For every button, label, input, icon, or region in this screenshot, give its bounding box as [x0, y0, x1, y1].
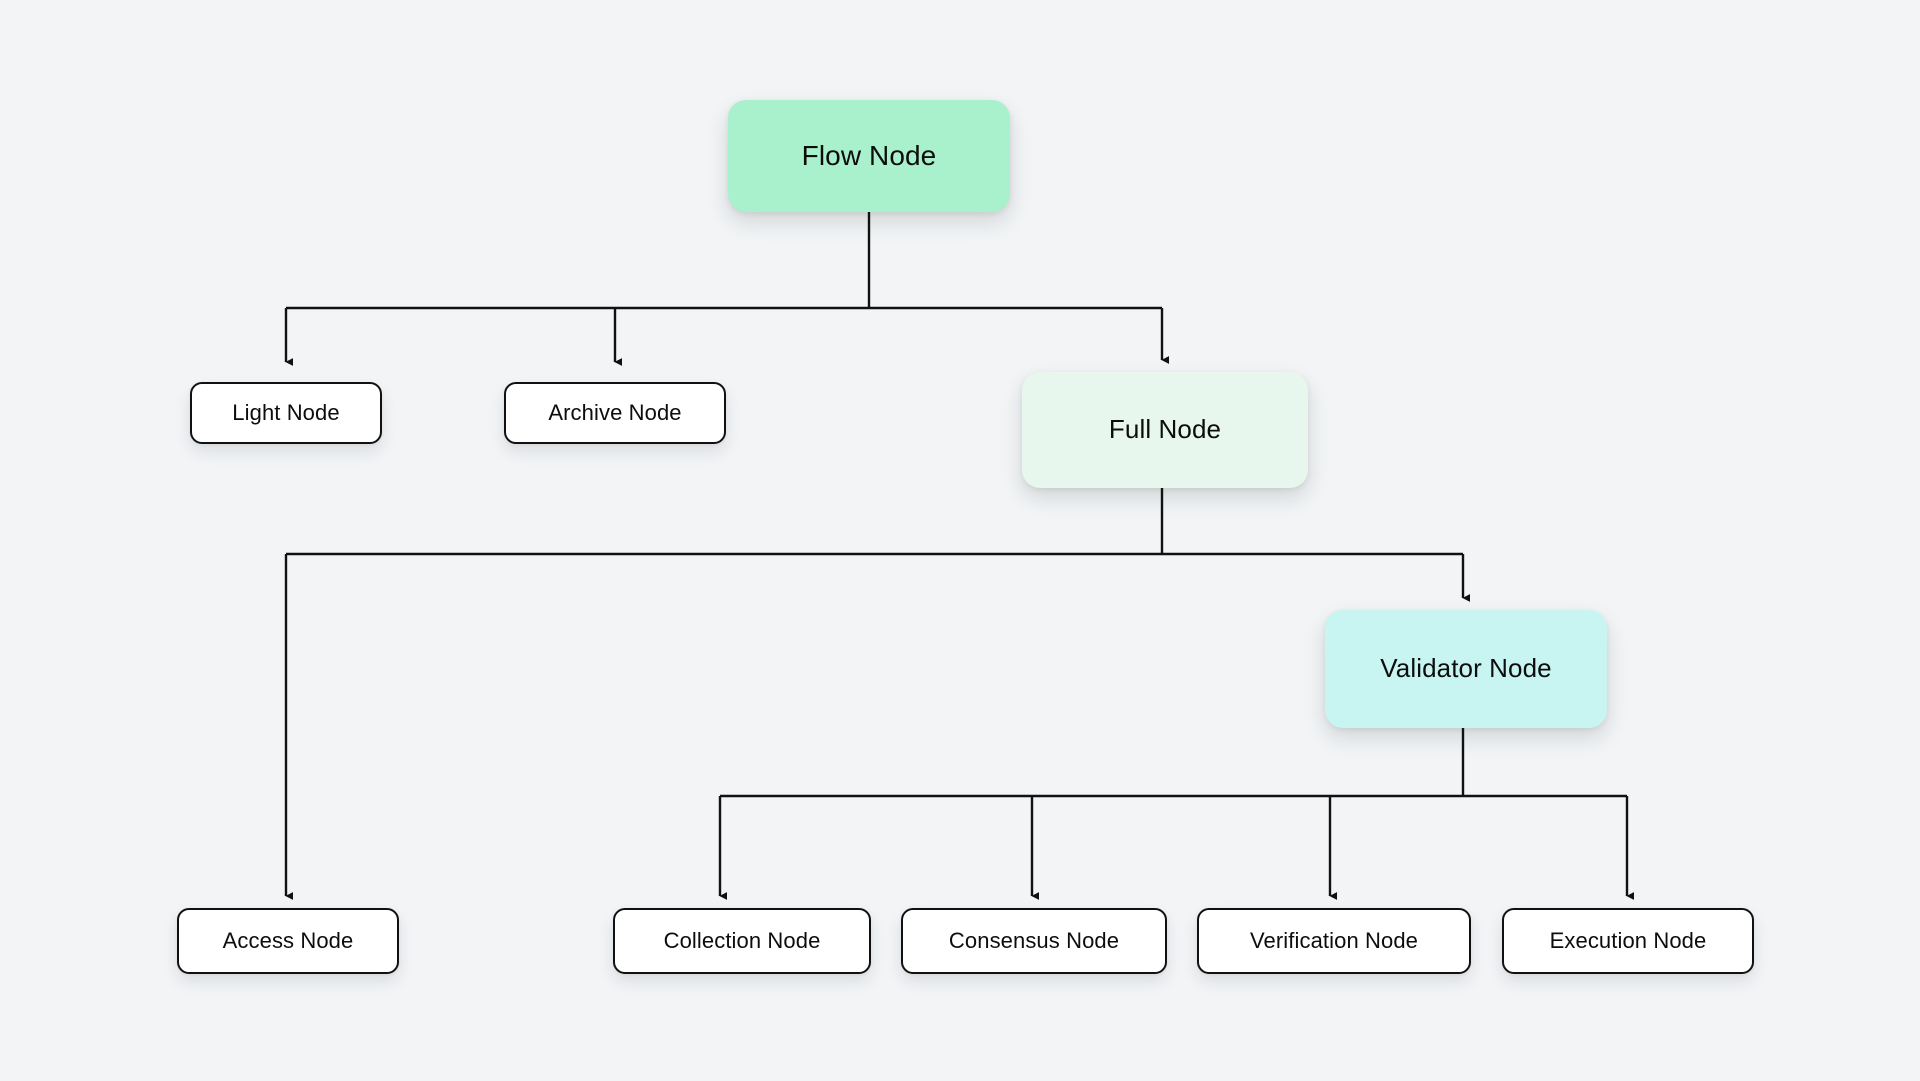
node-access-node[interactable]: Access Node: [177, 908, 399, 974]
node-label-access-node: Access Node: [222, 927, 354, 953]
node-label-collection-node: Collection Node: [663, 927, 821, 953]
node-validator-node[interactable]: Validator Node: [1325, 610, 1607, 728]
node-light-node[interactable]: Light Node: [190, 382, 382, 444]
node-verification-node[interactable]: Verification Node: [1197, 908, 1471, 974]
node-label-execution-node: Execution Node: [1549, 927, 1707, 953]
node-label-verification-node: Verification Node: [1249, 927, 1419, 953]
node-consensus-node[interactable]: Consensus Node: [901, 908, 1167, 974]
node-archive-node[interactable]: Archive Node: [504, 382, 726, 444]
node-full-node[interactable]: Full Node: [1022, 372, 1308, 488]
node-collection-node[interactable]: Collection Node: [613, 908, 871, 974]
node-flow-node[interactable]: Flow Node: [728, 100, 1010, 212]
node-label-full-node: Full Node: [1108, 414, 1222, 445]
node-label-consensus-node: Consensus Node: [948, 927, 1120, 953]
node-label-validator-node: Validator Node: [1380, 653, 1552, 684]
node-execution-node[interactable]: Execution Node: [1502, 908, 1754, 974]
node-label-flow-node: Flow Node: [801, 140, 937, 172]
node-label-light-node: Light Node: [232, 399, 340, 425]
node-label-archive-node: Archive Node: [548, 399, 682, 425]
